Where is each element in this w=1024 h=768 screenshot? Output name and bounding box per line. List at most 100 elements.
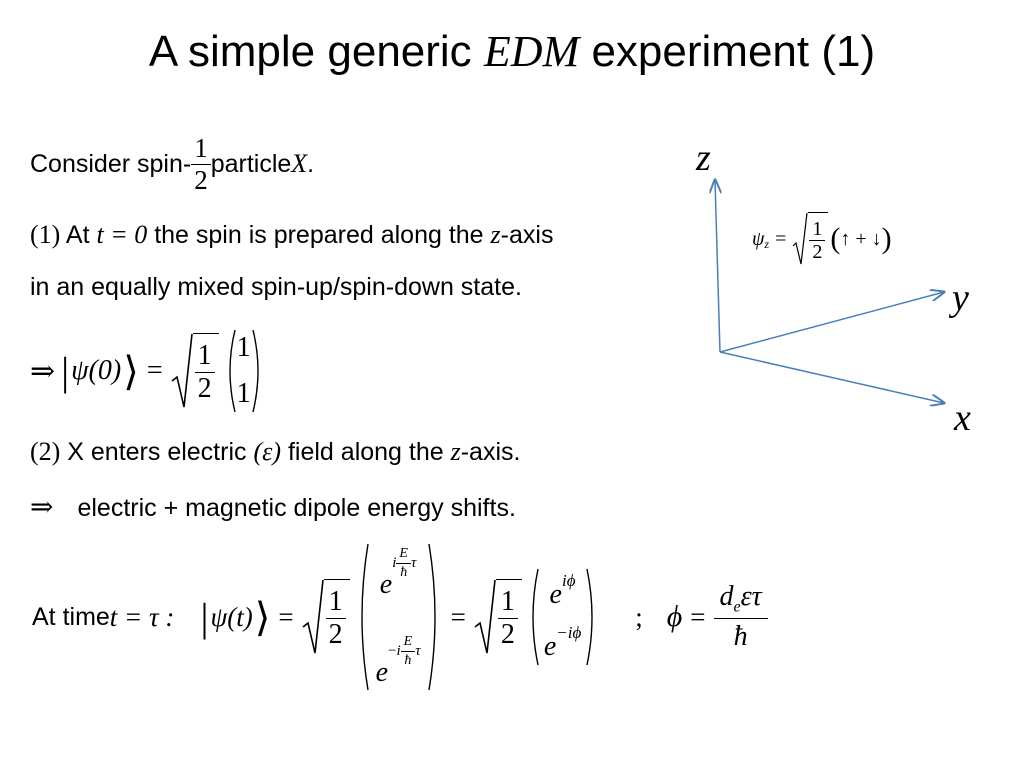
- denominator: 2: [812, 240, 823, 263]
- z-axis-label: z: [696, 137, 711, 179]
- ket-right-angle: ⟩: [254, 594, 271, 640]
- y-axis-arrow: [719, 292, 944, 353]
- i: i: [396, 643, 401, 659]
- text: At: [60, 221, 97, 249]
- sqrt-one-half: 1 2: [302, 579, 350, 655]
- phase-vector: e iϕ e −iϕ: [540, 571, 585, 663]
- denominator: 2: [328, 619, 343, 650]
- coordinate-axes-diagram: [700, 160, 960, 420]
- denominator: 2: [197, 373, 212, 404]
- z-axis-arrow: [715, 180, 720, 353]
- exponent-bottom: − i E ħ τ: [388, 635, 421, 668]
- exponent-bottom: −iϕ: [556, 623, 582, 642]
- ket-left-bar: |: [200, 594, 209, 640]
- sqrt-one-half: 1 2: [171, 333, 219, 409]
- exponent-top: i E ħ τ: [392, 547, 416, 580]
- x-axis-label: x: [954, 397, 971, 439]
- vector-bottom: e − i E ħ τ: [376, 635, 421, 689]
- ket-left-bar: |: [61, 348, 70, 394]
- denominator: ħ: [404, 653, 412, 668]
- math-epsilon: (ε): [253, 437, 282, 466]
- ket-right-angle: ⟩: [123, 348, 139, 394]
- e: e: [375, 657, 388, 688]
- right-paren: [251, 329, 259, 413]
- spinor-vector: 1 1: [237, 332, 251, 410]
- implies-symbol: ⇒: [30, 354, 56, 388]
- step-number: (2): [30, 437, 61, 466]
- slide-title: A simple generic EDM experiment (1): [0, 26, 1024, 77]
- sqrt-one-half: 1 2: [792, 212, 829, 266]
- fraction: 1 2: [325, 588, 346, 650]
- fraction-e-hbar: E ħ: [400, 635, 416, 668]
- fraction-e-hbar: E ħ: [396, 547, 411, 580]
- left-paren: [360, 543, 369, 691]
- math-z: z: [450, 437, 461, 466]
- psi-subscript: z: [764, 236, 770, 251]
- text: -axis.: [460, 438, 521, 466]
- radical-sign: [302, 579, 324, 654]
- math-phi: ϕ: [666, 600, 683, 633]
- text: particle: [210, 149, 292, 178]
- numerator: 1: [809, 219, 826, 241]
- denominator: 2: [194, 164, 208, 195]
- i: i: [392, 555, 397, 571]
- implies-symbol: ⇒: [30, 492, 54, 523]
- numerator: 1: [497, 588, 518, 619]
- equals-sign: =: [278, 601, 294, 632]
- numerator: E: [396, 547, 411, 564]
- title-suffix: experiment (1): [579, 27, 876, 76]
- equals-sign: =: [450, 601, 466, 632]
- left-paren: [228, 329, 236, 413]
- vector-top: e iϕ: [550, 571, 576, 611]
- ket-psi-zero: ψ(0): [71, 355, 122, 386]
- text: -axis: [500, 221, 554, 249]
- fraction-one-half: 1 2: [191, 134, 211, 195]
- minus: −: [388, 643, 397, 659]
- fraction: 1 2: [497, 588, 518, 649]
- sqrt-one-half: 1 2: [474, 579, 522, 655]
- equals-sign: =: [775, 227, 787, 250]
- exponential-vector: e i E ħ τ e − i E ħ τ: [370, 543, 427, 691]
- math-t-zero: t = 0: [96, 220, 148, 249]
- numerator: 1: [325, 588, 346, 619]
- text: .: [307, 149, 315, 178]
- vector-bottom: e −iϕ: [544, 623, 581, 663]
- e: e: [379, 569, 393, 600]
- denominator: ħ: [400, 565, 408, 580]
- text: Consider spin-: [30, 149, 192, 178]
- text: X enters electric: [60, 438, 254, 466]
- y-axis-label: y: [952, 277, 969, 319]
- d: d: [719, 580, 734, 612]
- e: e: [543, 631, 557, 662]
- psi: ψ: [752, 227, 765, 250]
- vector-top: e i E ħ τ: [380, 547, 417, 601]
- text: electric + magnetic dipole energy shifts…: [77, 494, 516, 522]
- math-z: z: [490, 220, 501, 249]
- math-x: X: [291, 149, 308, 178]
- fraction-phase: deετ ħ: [713, 580, 768, 653]
- numerator: deετ: [713, 580, 768, 620]
- ket-psi-t: ψ(t): [210, 601, 253, 632]
- left-paren: (: [830, 222, 841, 255]
- right-paren: ): [881, 222, 892, 255]
- exponent-top: iϕ: [561, 571, 576, 590]
- equals-sign: =: [146, 355, 163, 386]
- math-t-tau: t = τ :: [109, 601, 175, 632]
- right-paren: [427, 543, 436, 691]
- line-energy-shifts: ⇒ electric + magnetic dipole energy shift…: [30, 490, 516, 524]
- numerator: 1: [194, 342, 215, 373]
- equals-sign: =: [690, 601, 706, 632]
- denominator: ħ: [733, 621, 748, 653]
- line-consider-spin: Consider spin- 1 2 particle X .: [30, 124, 314, 204]
- radical-sign: [171, 333, 193, 408]
- text: At time: [32, 602, 110, 631]
- epsilon-tau: ετ: [740, 580, 762, 612]
- title-prefix: A simple generic: [148, 27, 484, 76]
- numerator: 1: [191, 134, 211, 165]
- title-math: EDM: [483, 27, 580, 76]
- subscript-e: e: [733, 598, 741, 616]
- radical-sign: [474, 579, 496, 654]
- text: field along the: [281, 438, 451, 466]
- tau: τ: [415, 643, 421, 659]
